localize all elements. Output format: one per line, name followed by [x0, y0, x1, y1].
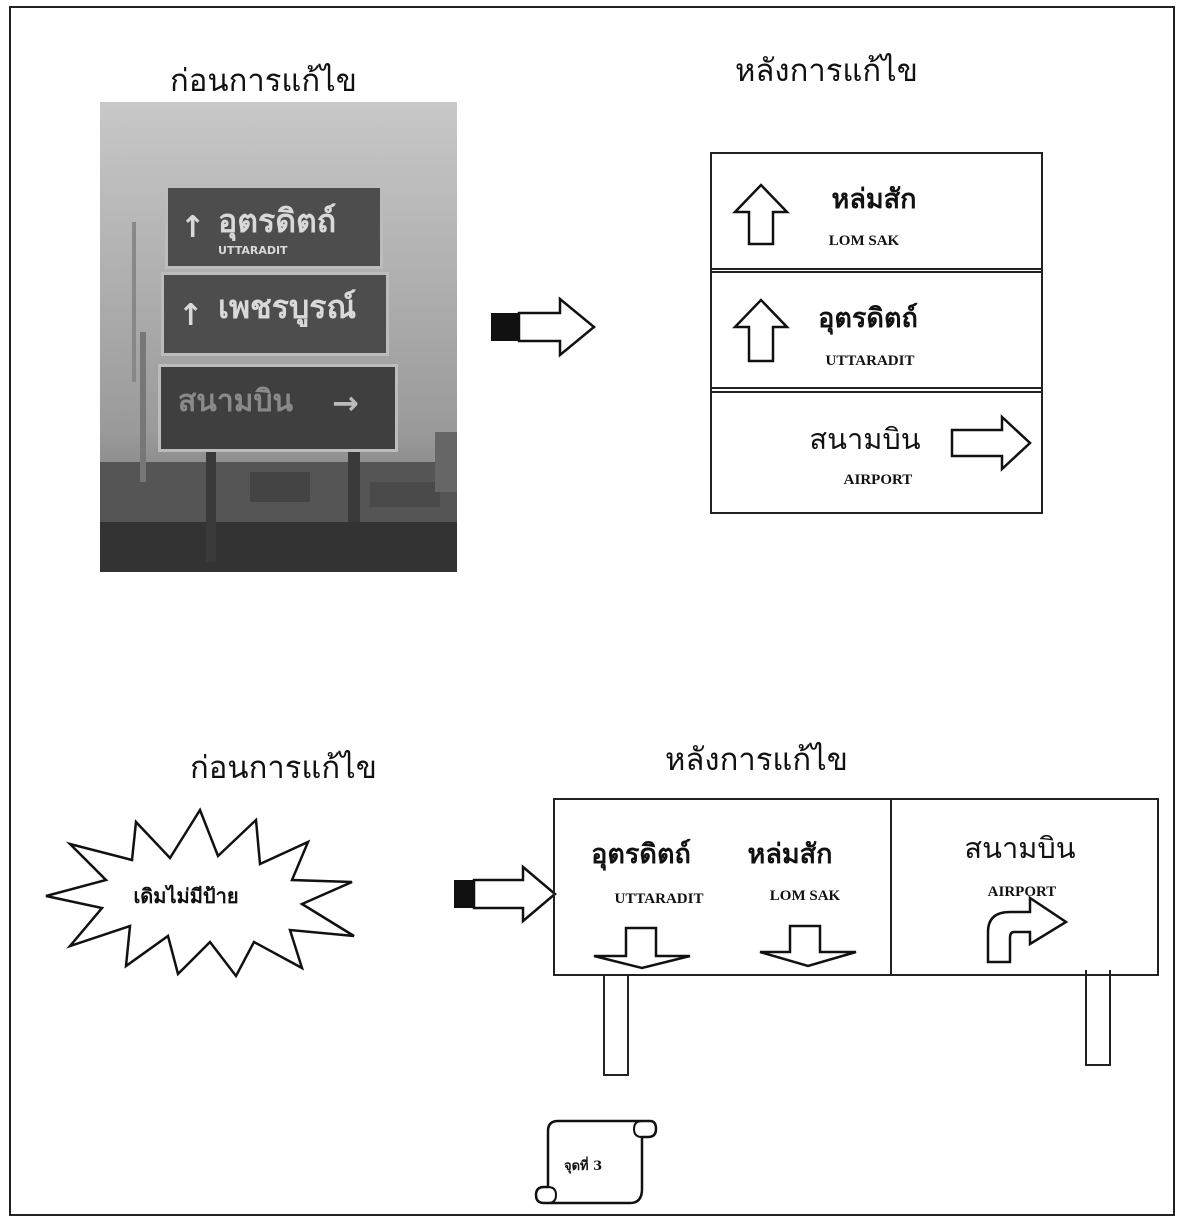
- photo-sign-2-arrow-icon: ↑: [178, 298, 204, 333]
- bottom-sign-board: [553, 798, 1159, 976]
- photo-sign-3-arrow-icon: →: [332, 384, 359, 422]
- top-sign-airport-thai: สนามบิน: [809, 422, 921, 456]
- photo-sign-2: [161, 272, 389, 356]
- top-sign-uttaradit-thai: อุตรดิตถ์: [818, 303, 918, 334]
- top-sign-uttaradit-english: UTTARADIT: [825, 353, 915, 369]
- lomsak-down-arrow-icon: [759, 924, 857, 968]
- bottom-uttaradit-thai: อุตรดิตถ์: [591, 839, 691, 870]
- lomsak-up-arrow-icon: [732, 183, 790, 246]
- bottom-uttaradit-english: UTTARADIT: [614, 891, 704, 907]
- top-sign-lomsak-english: LOM SAK: [828, 233, 900, 249]
- photo-sign-1-english: UTTARADIT: [218, 244, 288, 257]
- photo-sign-1-thai: อุตรดิตถ์: [218, 202, 337, 240]
- photo-sign-3: [158, 364, 398, 452]
- airport-right-arrow-icon: [950, 414, 1032, 472]
- top-sign-uttaradit-panel: [712, 387, 1041, 393]
- top-after-heading: หลังการแก้ไข: [735, 53, 918, 89]
- bottom-airport-thai: สนามบิน: [964, 831, 1076, 865]
- bottom-sign-divider: [890, 800, 892, 974]
- top-sign-lomsak-panel: [712, 268, 1041, 273]
- no-sign-starburst-icon: [45, 807, 355, 979]
- before-photo: ↑ อุตรดิตถ์ UTTARADIT ↑ เพชรบูรณ์ สนามบิ…: [100, 102, 457, 572]
- photo-sign-3-thai: สนามบิน: [178, 384, 293, 419]
- scroll-icon: [534, 1119, 658, 1205]
- top-before-heading: ก่อนการแก้ไข: [170, 63, 357, 99]
- photo-sign-1-arrow-icon: ↑: [180, 210, 206, 245]
- bottom-before-heading: ก่อนการแก้ไข: [190, 750, 377, 786]
- right-sign-post: [1085, 970, 1111, 1066]
- bottom-lomsak-english: LOM SAK: [769, 888, 841, 904]
- point-label: จุดที่ 3: [564, 1159, 603, 1174]
- photo-sign-2-thai: เพชรบูรณ์: [218, 288, 357, 326]
- point-scroll: จุดที่ 3: [534, 1117, 658, 1209]
- airport-turn-right-arrow-icon: [986, 895, 1069, 964]
- bottom-lomsak-thai: หล่มสัก: [747, 839, 833, 870]
- no-sign-text: เดิมไม่มีป้าย: [133, 884, 239, 908]
- uttaradit-up-arrow-icon: [732, 298, 790, 363]
- top-block-arrow-icon: [491, 296, 596, 358]
- bottom-after-heading: หลังการแก้ไข: [665, 742, 848, 778]
- photo-sign-1: [165, 185, 383, 269]
- bottom-block-arrow-icon: [454, 864, 557, 924]
- top-sign-stack: [710, 152, 1043, 514]
- top-sign-airport-english: AIRPORT: [843, 472, 913, 488]
- top-sign-lomsak-thai: หล่มสัก: [831, 184, 917, 215]
- left-sign-post: [603, 976, 629, 1076]
- page-frame: [9, 6, 1175, 1216]
- uttaradit-down-arrow-icon: [593, 926, 691, 970]
- photo-background: [100, 102, 457, 572]
- bottom-airport-english: AIRPORT: [987, 884, 1057, 900]
